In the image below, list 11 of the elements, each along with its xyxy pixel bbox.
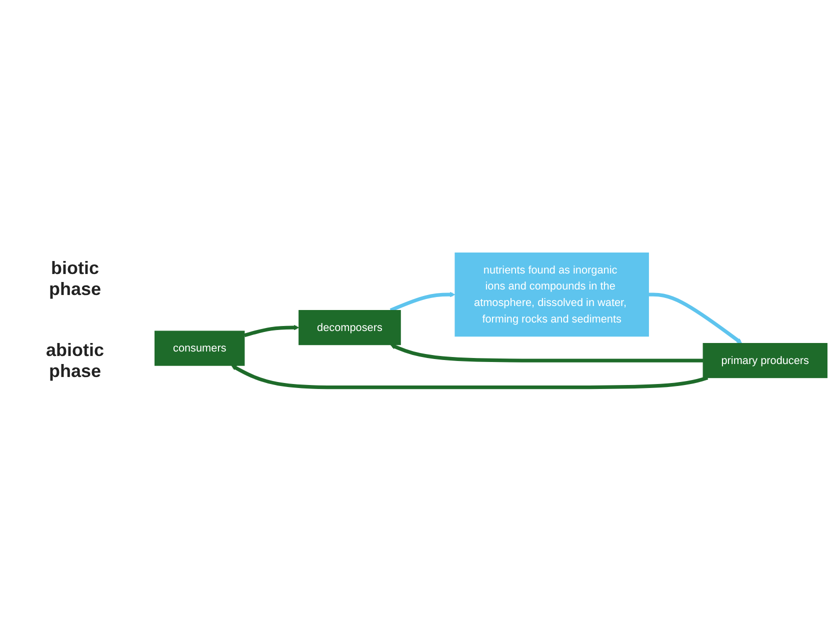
- node-box: decomposers: [298, 310, 401, 346]
- arrow: [648, 292, 742, 344]
- arrow: [390, 344, 704, 362]
- arrow: [244, 324, 300, 338]
- arrow: [390, 292, 456, 312]
- phase-label: biotic phase: [48, 258, 102, 300]
- node-box: nutrients found as inorganic ions and compounds in the atmosphere, dissolved in water, forming rocks and sediments: [454, 252, 649, 337]
- arrow: [231, 365, 708, 390]
- phase-label: abiotic phase: [44, 340, 105, 382]
- node-box: consumers: [154, 330, 245, 366]
- node-box: primary producers: [702, 342, 828, 378]
